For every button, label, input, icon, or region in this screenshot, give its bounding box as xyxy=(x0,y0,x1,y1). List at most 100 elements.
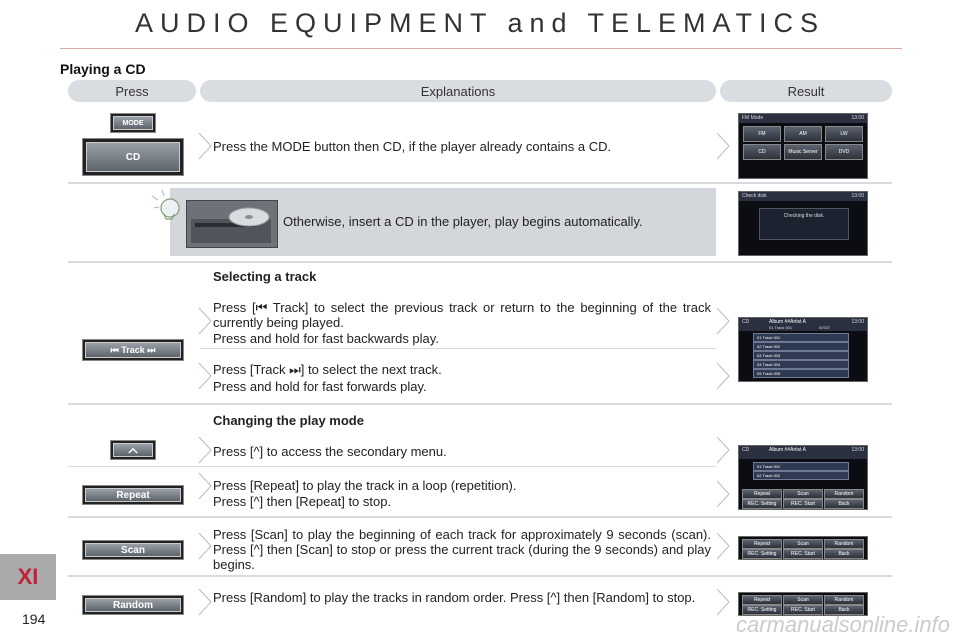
screen-rec-setting-button: REC. Setting xyxy=(742,499,782,509)
screen-am-button: AM xyxy=(784,126,822,142)
mode-button-label: MODE xyxy=(113,116,153,130)
screen-back-button: Back xyxy=(824,549,864,559)
random-button-label: Random xyxy=(85,598,181,612)
mode-explanation: Press the MODE button then CD, if the pl… xyxy=(213,139,612,154)
screen-clock: 13:00 xyxy=(851,115,864,121)
screen-current-track: 01 Track 001 xyxy=(769,325,793,330)
screen-track-item: 02 Track 002 xyxy=(753,471,849,480)
chevron-right-icon xyxy=(716,132,730,160)
chevron-right-icon xyxy=(716,480,730,508)
screen-cd-button: CD xyxy=(743,144,781,160)
chapter-tab: XI xyxy=(0,554,56,600)
next-track-explanation: Press [Track ⏭] to select the next track… xyxy=(213,362,442,377)
screen-rec-start-button: REC. Start xyxy=(783,549,823,559)
chevron-right-icon xyxy=(198,436,212,464)
screen-repeat-button: Repeat xyxy=(742,595,782,605)
result-screen-check-disk: Check disk 13:00 Checking the disk. xyxy=(738,191,868,256)
screen-title: Check disk xyxy=(739,192,867,201)
screen-back-button: Back xyxy=(824,605,864,615)
random-explanation: Press [Random] to play the tracks in ran… xyxy=(213,590,696,605)
screen-random-button: Random xyxy=(824,595,864,605)
screen-rec-start-button: REC. Start xyxy=(783,499,823,509)
screen-dvd-button: DVD xyxy=(825,144,863,160)
scan-button[interactable]: Scan xyxy=(82,540,184,560)
screen-album: Album ##Artist A xyxy=(769,447,806,453)
scan-explanation: Press [Scan] to play the beginning of ea… xyxy=(213,527,711,572)
page-title: AUDIO EQUIPMENT and TELEMATICS xyxy=(134,8,826,38)
previous-track-explanation: Press [⏮ Track] to select the previous t… xyxy=(213,300,711,330)
insert-explanation: Otherwise, insert a CD in the player, pl… xyxy=(283,214,643,229)
row-divider xyxy=(68,466,716,467)
screen-scan-button: Scan xyxy=(783,539,823,549)
screen-clock: 13:00 xyxy=(851,193,864,199)
row-divider xyxy=(68,575,892,577)
screen-music-server-button: Music Server xyxy=(784,144,822,160)
screen-random-button: Random xyxy=(824,489,864,499)
screen-message: Checking the disk. xyxy=(759,208,849,240)
chevron-right-icon xyxy=(716,436,730,464)
screen-track-item: 01 Track 001 xyxy=(753,333,849,342)
column-header-explanations: Explanations xyxy=(200,80,716,102)
screen-source: CD xyxy=(739,318,867,331)
result-screen-scan-menu: Repeat Scan Random REC. Setting REC. Sta… xyxy=(738,536,868,560)
screen-fm-button: FM xyxy=(743,126,781,142)
chevron-right-icon xyxy=(198,532,212,560)
scan-button-label: Scan xyxy=(85,543,181,557)
screen-title: FM Mode xyxy=(739,114,867,123)
screen-back-button: Back xyxy=(824,499,864,509)
screen-repeat-button: Repeat xyxy=(742,489,782,499)
repeat-button[interactable]: Repeat xyxy=(82,485,184,505)
mode-button[interactable]: MODE xyxy=(110,113,156,133)
subhead-selecting-track: Selecting a track xyxy=(213,269,317,284)
screen-random-button: Random xyxy=(824,539,864,549)
random-button[interactable]: Random xyxy=(82,595,184,615)
chevron-right-icon xyxy=(716,362,730,390)
screen-repeat-button: Repeat xyxy=(742,539,782,549)
chevron-right-icon xyxy=(198,307,212,335)
secondary-menu-button[interactable] xyxy=(110,440,156,460)
track-skip-button-label: ⏮ Track ⏭ xyxy=(85,342,181,358)
caret-up-icon xyxy=(113,443,153,457)
screen-track-item: 03 Track 003 xyxy=(753,351,849,360)
screen-album: Album ##Artist A xyxy=(769,319,806,325)
result-screen-random-menu: Repeat Scan Random REC. Setting REC. Sta… xyxy=(738,592,868,616)
screen-lw-button: LW xyxy=(825,126,863,142)
screen-track-item: 02 Track 002 xyxy=(753,342,849,351)
section-title: Playing a CD xyxy=(60,61,146,77)
track-skip-button[interactable]: ⏮ Track ⏭ xyxy=(82,339,184,361)
screen-scan-button: Scan xyxy=(783,489,823,499)
column-header-press: Press xyxy=(68,80,196,102)
screen-rec-setting-button: REC. Setting xyxy=(742,549,782,559)
screen-track-item: 01 Track 001 xyxy=(753,462,849,471)
chapter-tab-label: XI xyxy=(17,564,39,589)
chevron-right-icon xyxy=(198,362,212,390)
result-screen-mode: FM Mode 13:00 FM AM LW CD Music Server D… xyxy=(738,113,868,179)
result-screen-track-list: CD Album ##Artist A 01 Track 001 00'53" … xyxy=(738,317,868,382)
row-divider xyxy=(68,182,892,184)
repeat-button-label: Repeat xyxy=(85,488,181,502)
row-divider xyxy=(68,261,892,263)
row-divider xyxy=(200,348,716,349)
repeat-stop-explanation: Press [^] then [Repeat] to stop. xyxy=(213,494,392,509)
screen-track-item: 04 Track 004 xyxy=(753,360,849,369)
repeat-explanation: Press [Repeat] to play the track in a lo… xyxy=(213,478,517,493)
cd-button-label: CD xyxy=(86,142,180,172)
screen-track-item: 05 Track 005 xyxy=(753,369,849,378)
chevron-right-icon xyxy=(198,588,212,616)
cd-slot-photo xyxy=(186,200,278,248)
row-divider xyxy=(68,516,892,518)
row-divider xyxy=(68,403,892,405)
lightbulb-tip-icon xyxy=(148,186,184,222)
page-number: 194 xyxy=(22,611,46,627)
chevron-right-icon xyxy=(716,307,730,335)
chevron-right-icon xyxy=(198,472,212,500)
chevron-right-icon xyxy=(198,132,212,160)
screen-rec-start-button: REC. Start xyxy=(783,605,823,615)
column-header-result: Result xyxy=(720,80,892,102)
next-track-hold-explanation: Press and hold for fast forwards play. xyxy=(213,379,427,394)
cd-button[interactable]: CD xyxy=(82,138,184,176)
screen-scan-button: Scan xyxy=(783,595,823,605)
subhead-play-mode: Changing the play mode xyxy=(213,413,364,428)
secondary-menu-explanation: Press [^] to access the secondary menu. xyxy=(213,444,447,459)
title-divider xyxy=(60,48,902,49)
